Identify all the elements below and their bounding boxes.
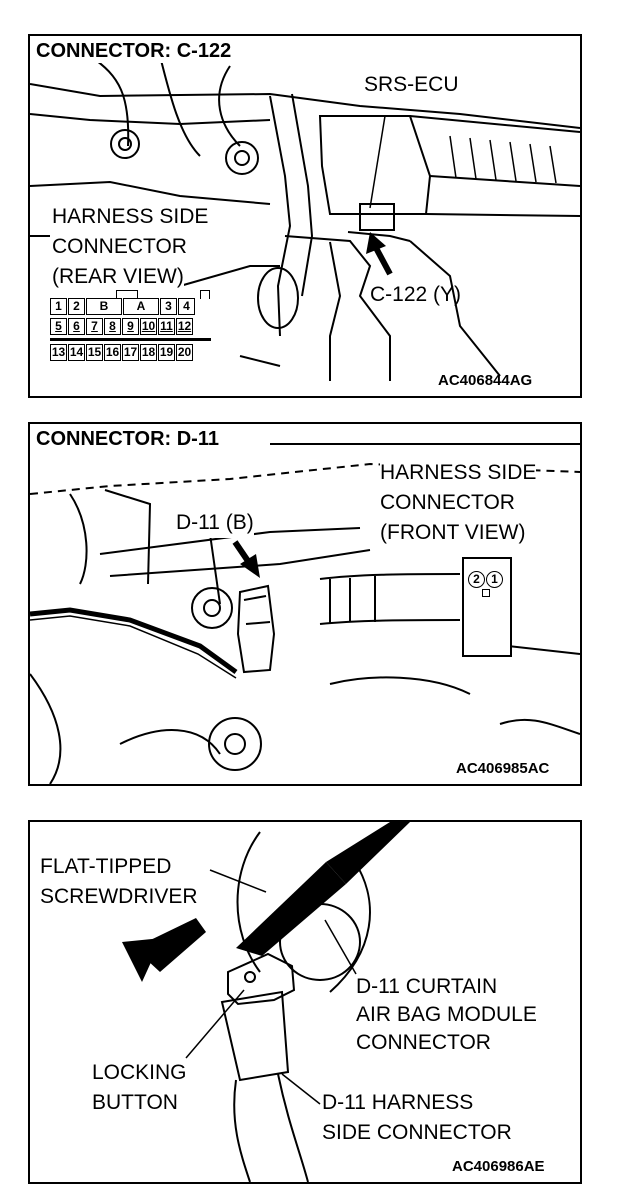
- srs-ecu-label: SRS-ECU: [364, 73, 459, 96]
- pin: B: [86, 298, 122, 315]
- figure-code: AC406986AE: [452, 1158, 545, 1175]
- screwdriver-label-line2: SCREWDRIVER: [40, 885, 198, 908]
- harness-connector-label-line2: SIDE CONNECTOR: [322, 1121, 512, 1144]
- pin: 9: [122, 318, 139, 335]
- pin: 14: [68, 344, 85, 361]
- pin-row-divider: [50, 338, 211, 341]
- pin-row-2: 5 6 7 8 9 10 11 12: [50, 318, 194, 335]
- harness-label-line1: HARNESS SIDE: [380, 458, 537, 488]
- screwdriver-shape: [236, 822, 410, 956]
- connector-key: [200, 290, 210, 299]
- pin: 10: [140, 318, 157, 335]
- pin-row-1: 1 2 B A 3 4: [50, 298, 196, 315]
- d11-connector-label: D-11 (B): [176, 508, 254, 538]
- figure-code: AC406844AG: [438, 372, 533, 389]
- pin: 17: [122, 344, 139, 361]
- harness-label-line3: (FRONT VIEW): [380, 518, 526, 548]
- c122-pointer-arrow: [366, 232, 390, 274]
- pin: 5: [50, 318, 67, 335]
- screwdriver-label-line1: FLAT-TIPPED: [40, 855, 172, 878]
- locking-button-label-line2: BUTTON: [92, 1091, 178, 1114]
- pin: 20: [176, 344, 193, 361]
- panel-connector-d11: CONNECTOR: D-11 HARNESS SIDE CONNECTOR (…: [28, 422, 582, 786]
- pin: 3: [160, 298, 177, 315]
- harness-label-line2: CONNECTOR: [52, 232, 187, 262]
- d11-location-illustration: [30, 424, 580, 784]
- harness-label-line3: (REAR VIEW): [52, 262, 184, 292]
- c122-pin-diagram: 1 2 B A 3 4 5 6 7 8 9 10 11 12 13 14 15 …: [50, 290, 212, 380]
- pin: 2: [68, 298, 85, 315]
- c122-connector-label: C-122 (Y): [370, 283, 462, 306]
- connector-key: [482, 589, 490, 597]
- pin: 11: [158, 318, 175, 335]
- harness-connector-label-line1: D-11 HARNESS: [322, 1091, 474, 1114]
- module-connector-label-line2: AIR BAG MODULE: [356, 1003, 537, 1026]
- panel1-heading: CONNECTOR: C-122: [36, 40, 234, 63]
- disconnect-procedure-illustration: [122, 822, 410, 1182]
- pin: 13: [50, 344, 67, 361]
- pin: 16: [104, 344, 121, 361]
- pin: 1: [486, 571, 503, 588]
- pin: 7: [86, 318, 103, 335]
- pin: 18: [140, 344, 157, 361]
- panel2-heading: CONNECTOR: D-11: [36, 428, 221, 451]
- pin: A: [123, 298, 159, 315]
- pin: 8: [104, 318, 121, 335]
- pin: 19: [158, 344, 175, 361]
- harness-label-line2: CONNECTOR: [380, 488, 515, 518]
- figure-code: AC406985AC: [456, 760, 550, 777]
- module-connector-label-line1: D-11 CURTAIN: [356, 975, 498, 998]
- panel-disconnect-procedure: FLAT-TIPPED SCREWDRIVER D-11 CURTAIN AIR…: [28, 820, 582, 1184]
- module-connector-label-line3: CONNECTOR: [356, 1031, 491, 1054]
- pin: 12: [176, 318, 193, 335]
- harness-label-line1: HARNESS SIDE: [52, 202, 209, 232]
- c122-location-illustration: [30, 36, 580, 396]
- locking-button-label-line1: LOCKING: [92, 1061, 187, 1084]
- pin: 4: [178, 298, 195, 315]
- connector-latch: [116, 290, 138, 299]
- pin: 2: [468, 571, 485, 588]
- pin: 6: [68, 318, 85, 335]
- pull-direction-arrow: [122, 918, 206, 982]
- pin: 1: [50, 298, 67, 315]
- d11-pointer-arrow: [235, 542, 260, 578]
- pin-row-3: 13 14 15 16 17 18 19 20: [50, 344, 194, 361]
- panel-connector-c122: CONNECTOR: C-122 SRS-ECU HARNESS SIDE CO…: [28, 34, 582, 398]
- d11-pin-diagram: 2 1: [462, 557, 512, 657]
- pin: 15: [86, 344, 103, 361]
